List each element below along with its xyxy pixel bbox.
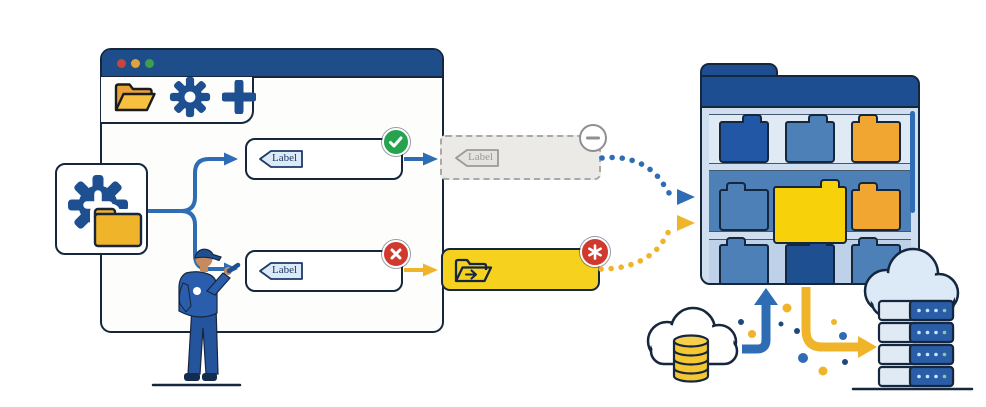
dotted-arrow-yellow-head [677, 215, 695, 231]
server-unit [877, 343, 955, 366]
dotted-arrow-yellow [598, 223, 677, 272]
cabinet-scrollbar[interactable] [910, 111, 915, 213]
label-text: Label [272, 152, 298, 164]
move-action-box [441, 237, 610, 291]
label-text: Label [468, 150, 494, 163]
folder-tab [742, 114, 762, 123]
server-led [942, 330, 947, 335]
label-tag-disabled: Label [454, 148, 500, 168]
server-unit [877, 299, 955, 322]
cabinet-folder[interactable] [719, 237, 769, 283]
server-led [925, 330, 930, 335]
cabinet-folder[interactable] [773, 179, 847, 244]
upload-arrow-head [754, 288, 778, 305]
cabinet-folder[interactable] [785, 237, 835, 283]
excluded-rule-row: Label [440, 124, 607, 180]
dotted-arrow-blue-head [677, 189, 695, 205]
cabinet-shelf-row [709, 114, 911, 164]
rule-row-approved: Label [245, 128, 410, 180]
traffic-light-zoom[interactable] [145, 58, 154, 68]
folder-cabinet [700, 63, 920, 285]
server-rack [877, 299, 955, 388]
cabinet-header [700, 75, 920, 107]
server-led [934, 374, 938, 379]
server-led [925, 308, 930, 313]
cross-badge [382, 240, 410, 268]
cabinet-body [700, 106, 920, 285]
download-arrow [801, 287, 859, 352]
cabinet-folder[interactable] [719, 182, 769, 231]
gear-icon[interactable] [169, 76, 211, 123]
check-icon [389, 136, 403, 148]
server-led [917, 308, 921, 313]
server-led [917, 374, 921, 379]
folder-tab [858, 114, 878, 123]
open-folder-icon[interactable] [112, 79, 158, 120]
cabinet-folder[interactable] [719, 114, 769, 163]
check-badge [382, 128, 410, 156]
folder-tab [820, 179, 840, 188]
server-led [942, 352, 947, 357]
minus-badge [579, 124, 607, 152]
traffic-light-close[interactable] [117, 58, 126, 68]
browser-window [100, 48, 444, 333]
add-icon[interactable] [220, 78, 258, 119]
window-title-bar [102, 50, 442, 78]
cabinet-folder[interactable] [785, 114, 835, 163]
folder-tab [808, 114, 828, 123]
data-dots [738, 303, 848, 376]
server-unit [877, 321, 955, 344]
label-text: Label [272, 264, 298, 276]
server-led [942, 374, 947, 379]
server-led [934, 330, 938, 335]
traffic-lights [117, 58, 154, 68]
label-tag: Label [258, 149, 304, 169]
cabinet-folder[interactable] [851, 182, 901, 231]
cabinet-folder[interactable] [851, 114, 901, 163]
server-led [925, 352, 930, 357]
dotted-arrow-blue [599, 154, 677, 199]
server-led [917, 352, 921, 357]
server-led [917, 330, 921, 335]
cabinet-shelf-row [709, 170, 911, 244]
server-led [934, 352, 938, 357]
cabinet-folder[interactable] [851, 237, 901, 283]
server-led [934, 308, 938, 313]
source-card [55, 163, 148, 255]
folder-move-icon [454, 258, 493, 282]
upload-arrow [742, 303, 771, 354]
database-icon [672, 334, 710, 383]
cloud-database [646, 306, 739, 383]
server-led [925, 374, 930, 379]
server-led [942, 308, 947, 313]
cross-icon [390, 248, 402, 260]
window-toolbar [101, 76, 258, 124]
gear-plus-folder-icon [67, 175, 146, 251]
cabinet-shelf-row [709, 237, 911, 283]
folder-tab [726, 237, 746, 246]
traffic-light-minimize[interactable] [131, 58, 140, 68]
download-arrow-head [858, 336, 877, 358]
folder-tab [858, 182, 878, 191]
folder-tab [858, 237, 878, 246]
server-unit [877, 365, 955, 388]
label-tag: Label [258, 261, 304, 281]
asterisk-icon [588, 244, 602, 260]
folder-tab [726, 182, 746, 191]
minus-icon [586, 136, 600, 140]
rule-row-rejected: Label [245, 240, 410, 292]
asterisk-badge [580, 237, 610, 267]
